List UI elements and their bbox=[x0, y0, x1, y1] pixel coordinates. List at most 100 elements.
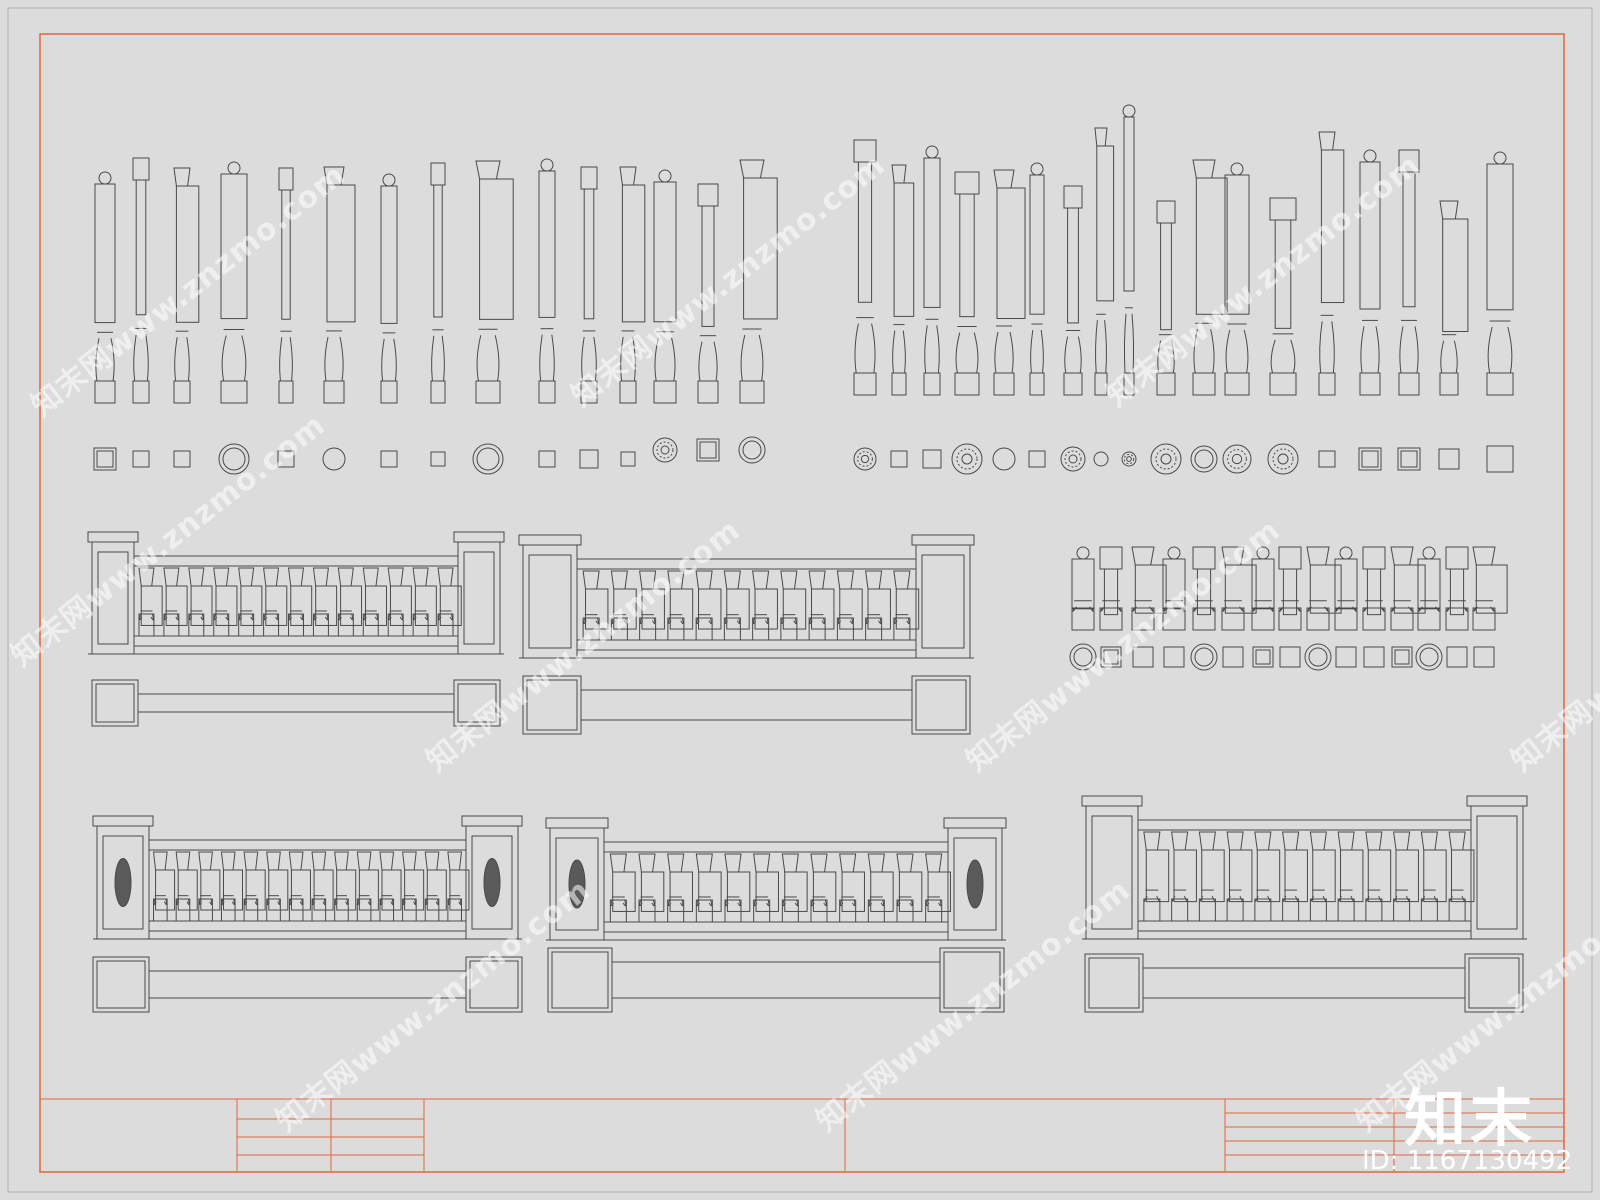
handrail bbox=[148, 839, 467, 851]
baluster bbox=[1278, 546, 1302, 631]
baluster bbox=[1254, 831, 1281, 922]
baluster-plan bbox=[1222, 444, 1252, 474]
post-cap bbox=[1466, 795, 1528, 807]
baluster-plan bbox=[380, 450, 398, 468]
baluster-plan bbox=[1438, 448, 1460, 470]
baluster bbox=[387, 567, 412, 637]
baluster bbox=[1448, 831, 1475, 922]
baluster bbox=[1122, 104, 1136, 396]
baluster bbox=[695, 853, 722, 923]
baluster bbox=[163, 567, 188, 637]
baluster bbox=[667, 853, 693, 923]
baluster-plan bbox=[620, 451, 636, 467]
railing-plan-2 bbox=[522, 675, 971, 735]
baluster bbox=[808, 570, 835, 641]
baluster bbox=[891, 164, 915, 396]
baluster bbox=[1224, 162, 1250, 396]
post-cap bbox=[518, 534, 582, 546]
baluster bbox=[780, 570, 807, 641]
baluster bbox=[1094, 127, 1115, 396]
baluster bbox=[1359, 149, 1381, 396]
baluster bbox=[667, 570, 694, 641]
baluster bbox=[1390, 546, 1426, 631]
baluster bbox=[1099, 546, 1123, 631]
baluster-plan bbox=[1252, 646, 1274, 668]
base-rail bbox=[148, 920, 467, 932]
baluster bbox=[1318, 131, 1345, 396]
base-rail bbox=[133, 635, 459, 647]
baluster bbox=[1063, 185, 1083, 396]
baluster bbox=[312, 567, 338, 637]
baluster bbox=[1306, 546, 1342, 631]
baluster bbox=[610, 570, 637, 641]
baluster bbox=[362, 567, 387, 637]
baluster bbox=[893, 570, 920, 641]
baluster-plan bbox=[1397, 447, 1421, 471]
baluster-plan bbox=[1222, 646, 1244, 668]
baluster bbox=[925, 853, 951, 923]
baluster-plan bbox=[738, 436, 766, 464]
baluster bbox=[1362, 546, 1386, 631]
baluster-plan bbox=[1060, 446, 1086, 472]
baluster bbox=[923, 145, 941, 396]
baluster bbox=[1156, 200, 1176, 396]
baluster bbox=[424, 851, 447, 922]
baluster-plan bbox=[430, 451, 446, 467]
baluster bbox=[1192, 159, 1228, 396]
post-cap bbox=[92, 815, 154, 827]
baluster-plan bbox=[1415, 643, 1443, 671]
ornament bbox=[568, 859, 586, 909]
baluster-plan bbox=[922, 449, 942, 469]
baluster-plan bbox=[652, 437, 678, 463]
handrail bbox=[1137, 819, 1472, 831]
baluster bbox=[1420, 831, 1447, 922]
baluster bbox=[1439, 200, 1469, 396]
baluster bbox=[1171, 831, 1197, 922]
baluster bbox=[1192, 546, 1216, 631]
ornament bbox=[114, 858, 132, 907]
baluster bbox=[175, 851, 198, 922]
railing-elevation-4 bbox=[545, 817, 1007, 941]
railing-post bbox=[915, 544, 971, 659]
outer-sheet-border bbox=[7, 7, 1593, 1193]
baluster bbox=[188, 567, 213, 637]
railing-plan-3 bbox=[92, 956, 523, 1013]
baluster-plan bbox=[1190, 643, 1218, 671]
baluster bbox=[1198, 831, 1225, 922]
title-block bbox=[40, 1098, 1564, 1172]
baluster bbox=[213, 567, 238, 637]
baluster-plan bbox=[1304, 643, 1332, 671]
baluster bbox=[867, 853, 894, 923]
baluster bbox=[152, 851, 176, 922]
baluster bbox=[266, 851, 289, 922]
baluster bbox=[753, 853, 779, 923]
baluster bbox=[1472, 546, 1508, 631]
post-cap bbox=[1081, 795, 1143, 807]
railing-post bbox=[522, 544, 578, 659]
baluster-plan bbox=[1150, 443, 1182, 475]
baluster-plan bbox=[992, 447, 1016, 471]
baluster bbox=[609, 853, 636, 923]
baluster-plan bbox=[1279, 646, 1301, 668]
railing-post bbox=[1470, 805, 1524, 940]
baluster-plan bbox=[1267, 443, 1299, 475]
baluster bbox=[1393, 831, 1419, 922]
baluster bbox=[402, 851, 425, 922]
baluster bbox=[1131, 546, 1167, 631]
baluster bbox=[1221, 546, 1257, 631]
railing-elevation-1 bbox=[87, 531, 505, 655]
baluster-plan bbox=[1486, 445, 1514, 473]
baluster bbox=[697, 183, 719, 404]
post-cap bbox=[545, 817, 609, 829]
railing-elevation-5 bbox=[1081, 795, 1528, 940]
baluster-plan bbox=[1446, 646, 1468, 668]
baluster-plan bbox=[1069, 643, 1097, 671]
baluster bbox=[94, 171, 116, 404]
baluster-plan bbox=[1028, 450, 1046, 468]
baluster-plan bbox=[696, 438, 720, 462]
railing-post bbox=[1085, 805, 1139, 940]
baluster bbox=[1445, 546, 1469, 631]
baluster bbox=[1251, 546, 1275, 631]
baluster bbox=[1417, 546, 1441, 631]
baluster bbox=[220, 161, 248, 404]
